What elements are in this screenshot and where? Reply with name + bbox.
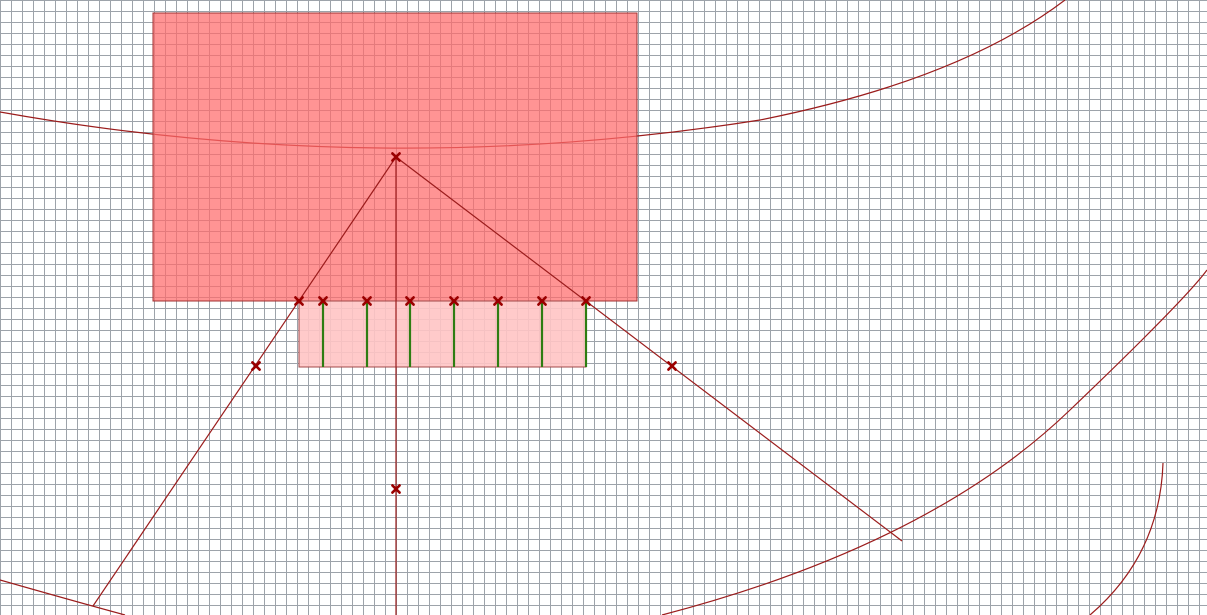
x-marker-icon[interactable] [391,152,401,162]
x-marker-icon[interactable] [294,296,304,306]
construction-ray-right [395,156,903,542]
x-marker-icon[interactable] [318,296,328,306]
construction-ray-left [92,156,397,607]
green-bars-group [321,303,588,367]
x-marker-icon[interactable] [667,361,677,371]
arc-bottom-large [661,269,1207,615]
x-marker-icon[interactable] [391,484,401,494]
markers-group [251,152,677,494]
sub-rectangle[interactable] [298,300,587,368]
x-marker-icon[interactable] [251,361,261,371]
arc-bottom-small [1089,462,1164,615]
x-marker-icon[interactable] [581,296,591,306]
x-marker-icon[interactable] [405,296,415,306]
x-marker-icon[interactable] [537,296,547,306]
x-marker-icon[interactable] [362,296,372,306]
x-marker-icon[interactable] [493,296,503,306]
arc-bottom-left [0,579,126,615]
x-marker-icon[interactable] [449,296,459,306]
